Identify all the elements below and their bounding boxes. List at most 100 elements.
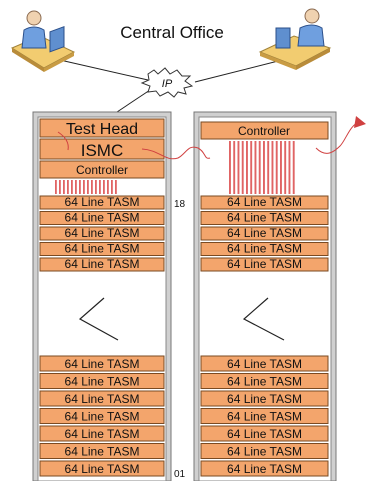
cable-stripe bbox=[267, 141, 270, 194]
left-workstation-icon bbox=[10, 10, 76, 72]
tasm-module bbox=[200, 195, 329, 210]
cable-stripe bbox=[284, 141, 287, 194]
cable-stripe bbox=[71, 180, 73, 194]
cable-stripe bbox=[246, 141, 248, 194]
tasm-module-label: 64 Line TASM bbox=[65, 257, 140, 271]
cable-stripe bbox=[111, 180, 113, 194]
tasm-module-label: 64 Line TASM bbox=[227, 242, 302, 256]
cable-stripe bbox=[280, 141, 282, 194]
tasm-module-label: 64 Line TASM bbox=[65, 242, 140, 256]
cable-stripe bbox=[288, 141, 291, 194]
cable-stripe bbox=[263, 141, 265, 194]
tasm-module bbox=[200, 242, 329, 256]
right-gap-break-icon bbox=[242, 297, 285, 341]
tasm-module-label: 64 Line TASM bbox=[65, 375, 140, 389]
right-bottom-modules: 64 Line TASM 64 Line TASM 64 Line TASM 64 L… bbox=[200, 355, 329, 477]
tasm-module bbox=[200, 211, 329, 225]
cable-stripe bbox=[241, 141, 244, 194]
tasm-module bbox=[200, 408, 329, 424]
left-gap-break-icon bbox=[78, 297, 119, 341]
tasm-module-label: 64 Line TASM bbox=[65, 462, 140, 476]
left-controller-block: Controller bbox=[39, 160, 165, 179]
cable-stripe bbox=[107, 180, 109, 194]
slot-top-label: 18 bbox=[174, 199, 186, 210]
cable-stripe bbox=[237, 141, 240, 194]
tasm-module bbox=[200, 355, 329, 372]
tasm-module bbox=[200, 425, 329, 442]
tasm-module bbox=[39, 195, 165, 210]
right-controller-block: Controller bbox=[200, 121, 329, 140]
ip-network-cloud-icon: IP bbox=[140, 67, 194, 98]
tasm-module-label: 64 Line TASM bbox=[65, 427, 140, 441]
cable-stripe bbox=[250, 141, 253, 194]
tasm-module bbox=[200, 460, 329, 477]
tasm-module-label: 64 Line TASM bbox=[227, 427, 302, 441]
cable-stripe bbox=[292, 141, 295, 194]
tasm-module bbox=[39, 443, 165, 459]
tasm-module-label: 64 Line TASM bbox=[227, 195, 302, 209]
left-cable-bundle bbox=[55, 180, 117, 194]
tasm-module-label: 64 Line TASM bbox=[227, 257, 302, 271]
tasm-module bbox=[39, 390, 165, 407]
test-head-label: Test Head bbox=[66, 121, 138, 138]
right-cable-bundle bbox=[229, 141, 295, 194]
right-workstation-icon bbox=[258, 8, 332, 70]
left-ismc-block: ISMC bbox=[39, 138, 165, 160]
tasm-module-label: 64 Line TASM bbox=[227, 375, 302, 389]
tasm-module bbox=[39, 211, 165, 225]
left-controller-label: Controller bbox=[76, 163, 128, 177]
tasm-module-label: 64 Line TASM bbox=[227, 445, 302, 459]
tasm-module-label: 64 Line TASM bbox=[227, 462, 302, 476]
cable-stripe bbox=[229, 141, 231, 194]
tasm-module-label: 64 Line TASM bbox=[227, 410, 302, 424]
cable-stripe bbox=[258, 141, 261, 194]
cable-stripe bbox=[55, 180, 57, 194]
tasm-module-label: 64 Line TASM bbox=[65, 392, 140, 406]
slot-bottom-label: 01 bbox=[174, 469, 186, 480]
tasm-module bbox=[200, 373, 329, 389]
cable-stripe bbox=[271, 141, 274, 194]
tasm-module-label: 64 Line TASM bbox=[65, 445, 140, 459]
cable-stripe bbox=[254, 141, 257, 194]
tasm-module-label: 64 Line TASM bbox=[65, 226, 140, 240]
right-controller-label: Controller bbox=[238, 124, 290, 138]
cable-stripe bbox=[79, 180, 81, 194]
left-bottom-modules: 64 Line TASM 64 Line TASM 64 Line TASM 64 L… bbox=[39, 355, 165, 477]
cable-stripe bbox=[115, 180, 117, 194]
left-test-head-block: Test Head bbox=[39, 118, 165, 138]
tasm-module bbox=[200, 257, 329, 272]
tasm-module bbox=[200, 443, 329, 459]
tasm-module bbox=[39, 242, 165, 256]
cable-stripe bbox=[59, 180, 61, 194]
cable-stripe bbox=[83, 180, 85, 194]
central-office-title: Central Office bbox=[120, 23, 224, 42]
red-cable-lines bbox=[57, 121, 361, 160]
tasm-module-label: 64 Line TASM bbox=[227, 357, 302, 371]
tasm-module bbox=[200, 390, 329, 407]
cable-stripe bbox=[103, 180, 105, 194]
tasm-module-label: 64 Line TASM bbox=[65, 410, 140, 424]
tasm-module bbox=[39, 226, 165, 241]
tasm-module-label: 64 Line TASM bbox=[65, 357, 140, 371]
ip-label: IP bbox=[162, 78, 173, 90]
tasm-module bbox=[39, 408, 165, 424]
cable-stripe bbox=[75, 180, 77, 194]
cable-stripe bbox=[87, 180, 89, 194]
tasm-module-label: 64 Line TASM bbox=[227, 211, 302, 225]
ismc-label: ISMC bbox=[81, 141, 124, 160]
tasm-module bbox=[39, 460, 165, 477]
cable-stripe bbox=[63, 180, 65, 194]
tasm-module bbox=[39, 257, 165, 272]
cable-stripe bbox=[67, 180, 69, 194]
cable-stripe bbox=[275, 141, 278, 194]
tasm-module-label: 64 Line TASM bbox=[227, 392, 302, 406]
cable-stripe bbox=[95, 180, 97, 194]
cable-stripe bbox=[99, 180, 101, 194]
tasm-module-label: 64 Line TASM bbox=[65, 195, 140, 209]
tasm-module-label: 64 Line TASM bbox=[227, 226, 302, 240]
tasm-module bbox=[39, 425, 165, 442]
